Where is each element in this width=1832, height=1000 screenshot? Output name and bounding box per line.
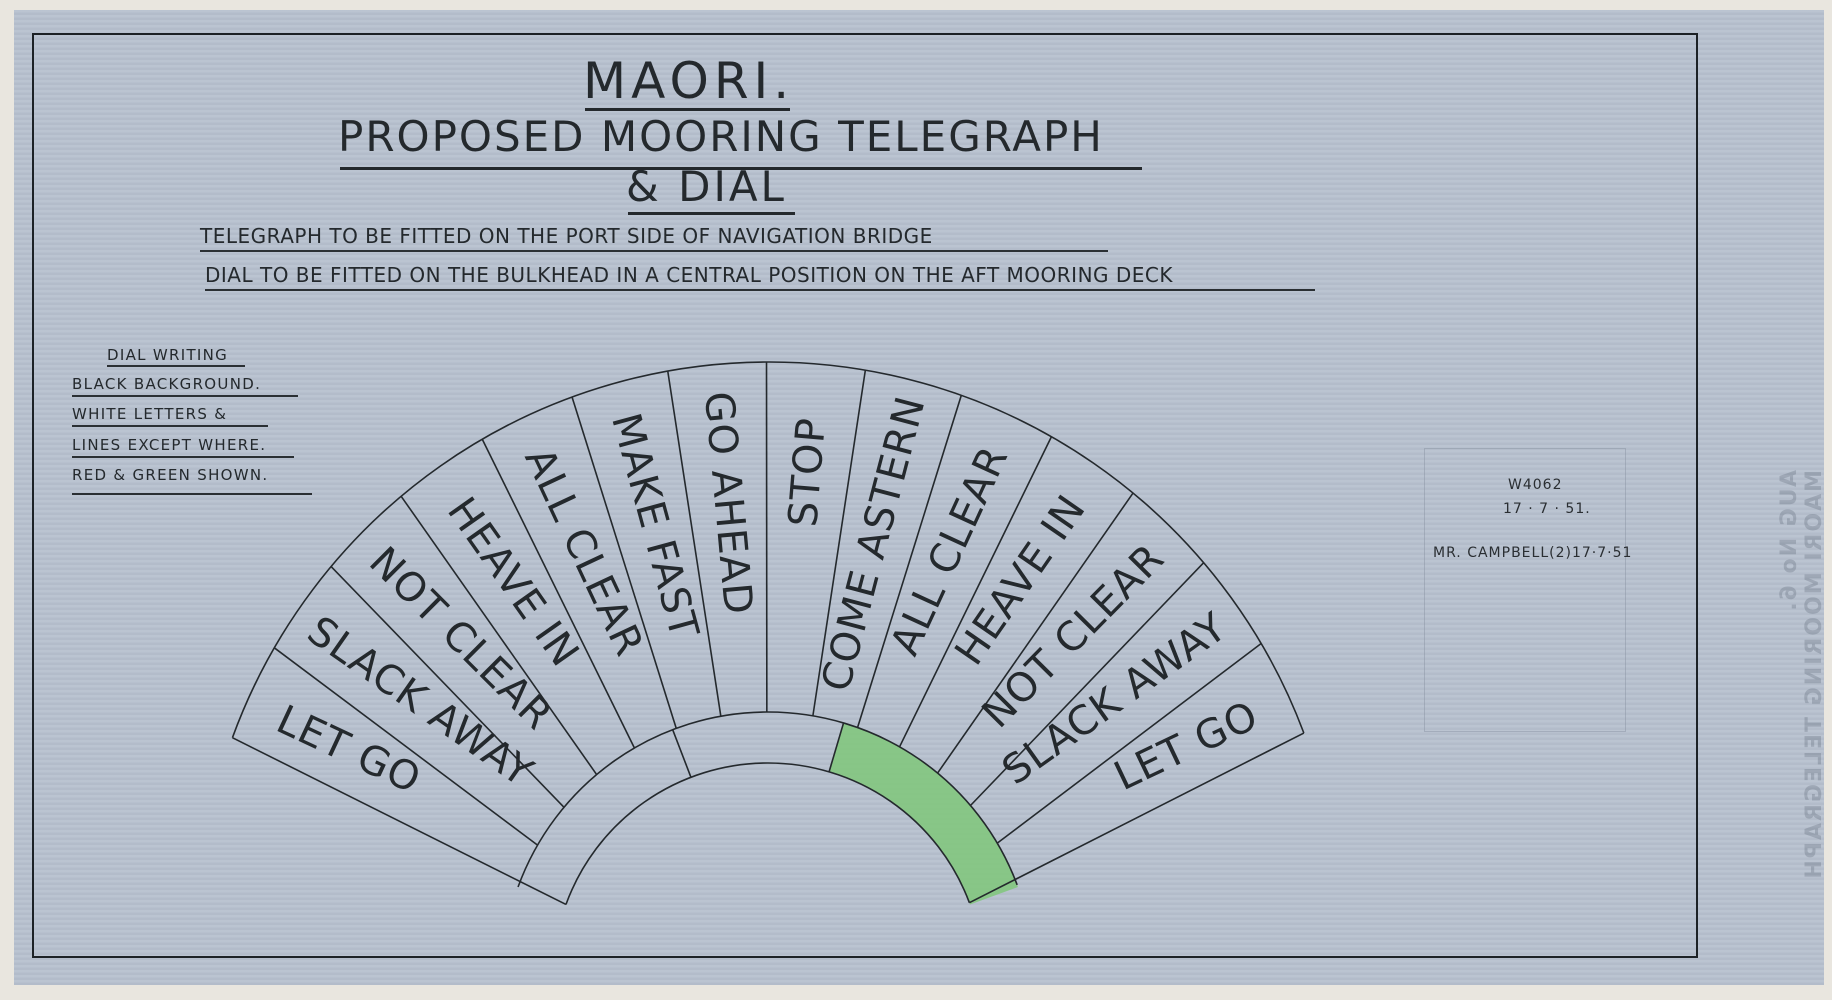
green-highlight-band	[829, 722, 1018, 905]
dial-divider-line	[481, 438, 636, 749]
dial-divider-line	[936, 492, 1134, 774]
note-red-green: RED & GREEN SHOWN.	[72, 466, 269, 484]
approval-stamp-box: W4062 17 · 7 · 51. MR. CAMPBELL(2)17·7·5…	[1424, 448, 1631, 732]
note-underline	[72, 493, 312, 495]
title-vessel: MAORI.	[583, 52, 795, 110]
dial-divider-line	[400, 495, 598, 776]
dial-divider-line	[898, 436, 1053, 748]
dial-divider-line	[330, 565, 565, 808]
inner-ring-divider	[828, 722, 845, 773]
dial-segment-label: STOP	[780, 416, 835, 529]
dial-divider-line	[273, 647, 539, 846]
dial-divider-line	[571, 396, 678, 729]
drawing-border	[32, 33, 1698, 958]
instruction-underline	[205, 289, 1315, 291]
dial-title-underline	[628, 212, 795, 215]
note-underline	[72, 425, 268, 427]
drawing-sheet	[14, 10, 1824, 985]
dial-divider-line	[232, 736, 567, 906]
subtitle-underline	[340, 167, 1142, 170]
inner-ring-divider	[671, 729, 692, 778]
title-proposed: PROPOSED MOORING TELEGRAPH	[338, 112, 1104, 161]
note-underline	[72, 456, 294, 458]
note-dial-writing: DIAL WRITING	[107, 346, 229, 364]
dial-middle-arc	[517, 711, 1018, 888]
dial-divider-line	[996, 642, 1262, 844]
dial-divider-line	[856, 395, 963, 728]
drawing-date: 17 · 7 · 51.	[1503, 501, 1591, 517]
dial-inner-arc	[565, 762, 971, 905]
instruction-dial: DIAL TO BE FITTED ON THE BULKHEAD IN A C…	[205, 263, 1173, 287]
title-underline	[585, 108, 790, 111]
dial-divider-line	[969, 562, 1205, 807]
note-black-background: BLACK BACKGROUND.	[72, 375, 262, 393]
dial-divider-line	[666, 370, 722, 717]
note-underline	[72, 395, 298, 397]
dial-divider-line	[969, 732, 1305, 904]
title-dial: & DIAL	[626, 162, 787, 211]
note-underline	[107, 365, 245, 367]
note-white-letters: WHITE LETTERS &	[72, 405, 228, 423]
instruction-underline	[200, 250, 1108, 252]
dial-divider-line	[812, 370, 867, 716]
instruction-telegraph: TELEGRAPH TO BE FITTED ON THE PORT SIDE …	[200, 224, 933, 248]
drawing-number: W4062	[1508, 477, 1563, 493]
note-lines-except: LINES EXCEPT WHERE.	[72, 436, 267, 454]
dial-segment-label: GO AHEAD	[695, 390, 761, 617]
issued-to: MR. CAMPBELL(2)17·7·51	[1433, 545, 1633, 561]
